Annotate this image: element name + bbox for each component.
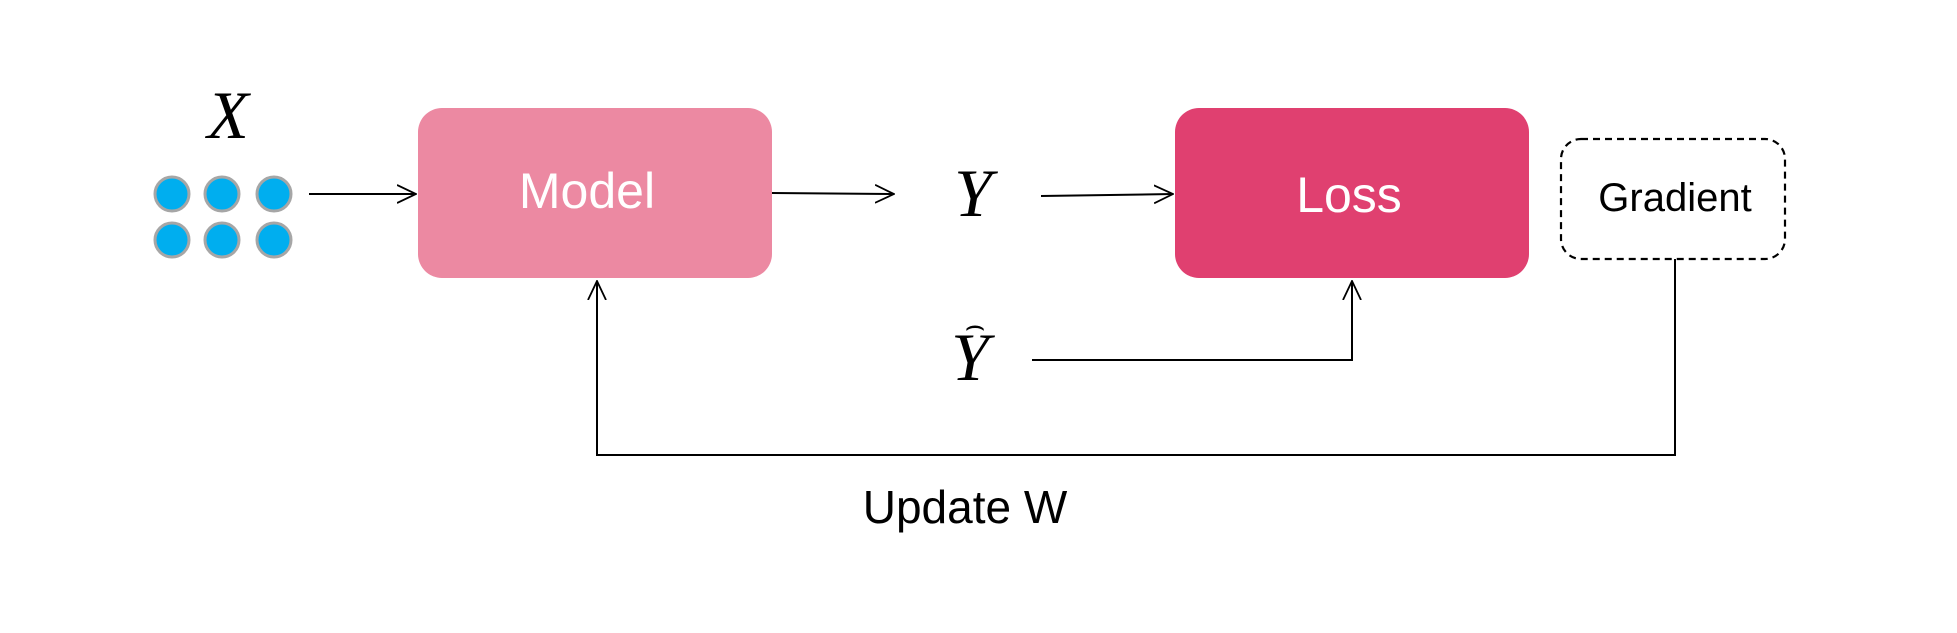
- model-box-bg: [418, 108, 772, 278]
- model-box: Model: [418, 108, 772, 278]
- target-accent: ⌢: [964, 306, 985, 344]
- gradient-box-outline: [1559, 137, 1787, 261]
- arrow-prediction-to-loss: [1040, 194, 1173, 196]
- input-symbol: X: [204, 77, 251, 153]
- input-node: [255, 175, 293, 213]
- model-label: Model: [519, 163, 655, 219]
- loss-label: Loss: [1296, 167, 1402, 223]
- gradient-label: Gradient: [1598, 176, 1751, 220]
- input-node: [255, 221, 293, 259]
- loss-box: Loss: [1175, 108, 1529, 278]
- input-node: [153, 221, 191, 259]
- input-node: [203, 175, 241, 213]
- input-node: [203, 221, 241, 259]
- gradient-box: Gradient: [1559, 137, 1787, 261]
- input-node: [153, 175, 191, 213]
- target-symbol: Y: [951, 319, 995, 395]
- prediction-symbol: Y: [954, 155, 998, 231]
- loss-box-bg: [1175, 108, 1529, 278]
- input-nodes: [153, 175, 293, 259]
- arrow-target-to-loss: [1032, 281, 1352, 361]
- arrow-model-to-prediction: [771, 193, 894, 194]
- arrow-gradient-to-model: [597, 259, 1676, 456]
- update-caption: Update W: [863, 481, 1068, 533]
